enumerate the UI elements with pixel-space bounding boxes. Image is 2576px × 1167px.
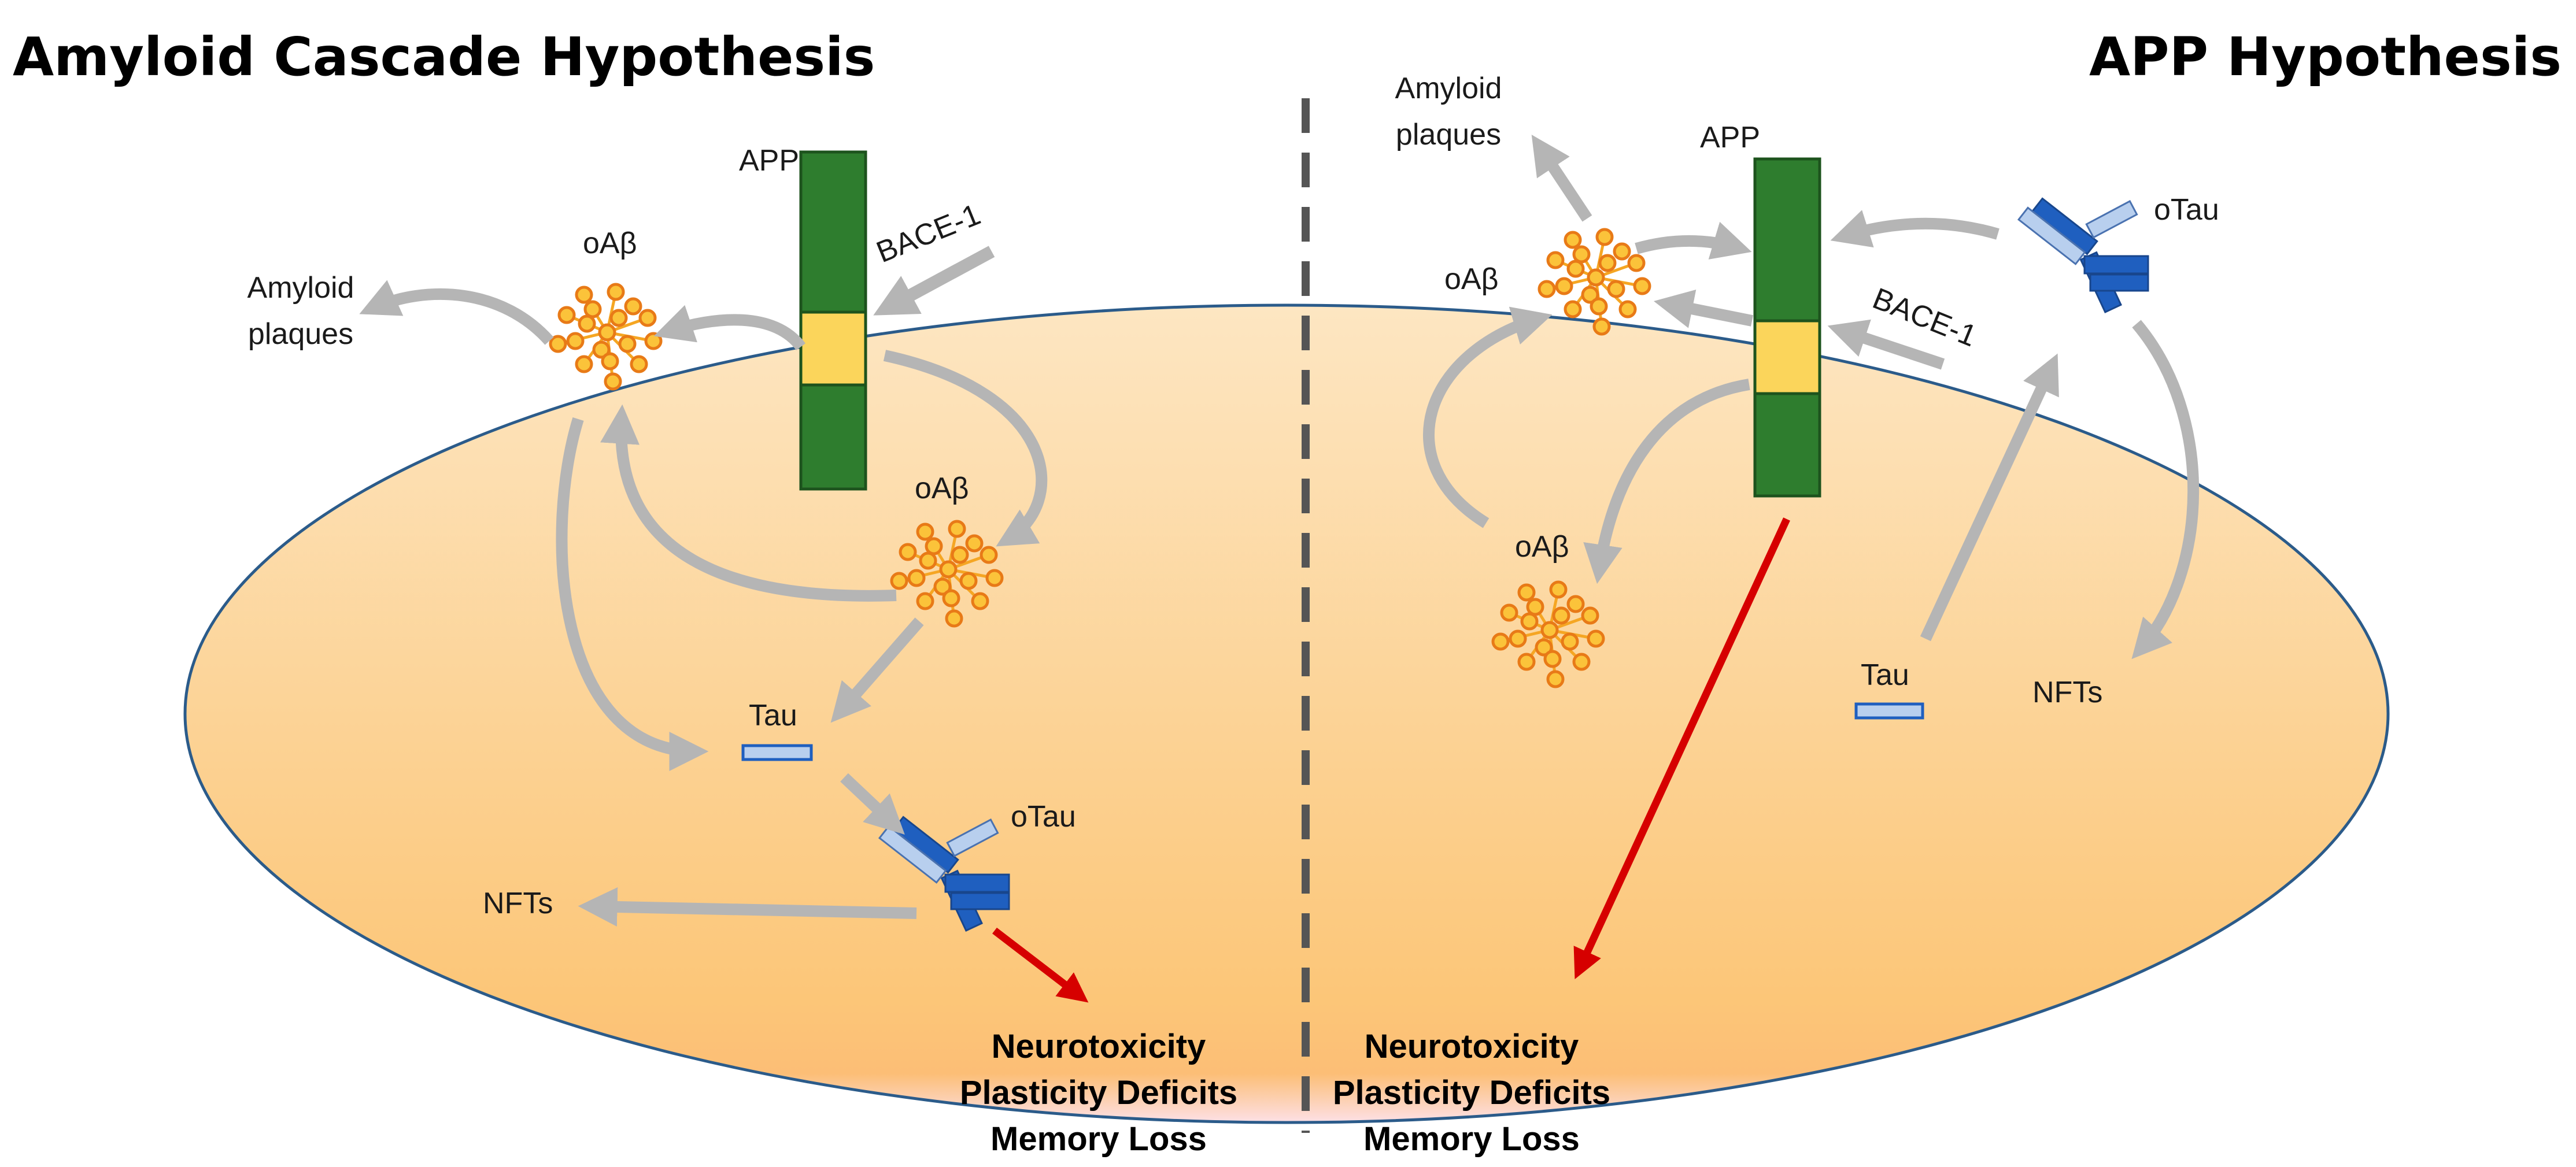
arrow-oab-mid-to-tau [830, 617, 924, 723]
left-tau-label: Tau [749, 699, 797, 732]
right-arrow-oab-to-app [1635, 221, 1752, 260]
right-app-label: APP [1700, 121, 1760, 154]
right-arrow-oab-to-plaques [1531, 135, 1592, 222]
arrow-oab-mid-to-oab-top [600, 404, 897, 602]
right-arrow-bace-to-app [1827, 319, 1945, 370]
right-arrow-oab-low-to-oab-top [1422, 306, 1553, 528]
left-app-label: APP [739, 144, 799, 177]
left-outcome-plasticity: Plasticity Deficits [960, 1074, 1237, 1112]
left-title: Amyloid Cascade Hypothesis [13, 26, 875, 88]
right-outcome-memory: Memory Loss [1363, 1120, 1580, 1158]
right-plaques-label-line1: Amyloid [1395, 72, 1502, 105]
arrow-app-to-oab-top [653, 305, 805, 351]
left-nfts-label: NFTs [483, 887, 553, 920]
right-oab-low-label: oAβ [1515, 530, 1569, 564]
arrow-oab-top-to-tau [556, 417, 709, 771]
app-protein-upper [799, 150, 867, 314]
left-otau-label: oTau [1011, 800, 1076, 833]
left-outcome-memory: Memory Loss [991, 1120, 1207, 1158]
right-arrow-app-to-oab [1653, 289, 1753, 328]
right-otau-label: oTau [2154, 193, 2219, 227]
arrow-tau-to-otau [840, 773, 905, 835]
right-arrow-tau-to-otau [1920, 353, 2059, 642]
left-panel: APP BACE-1 oAβ oAβ Amyloid plaques Tau o… [247, 144, 1238, 1158]
left-oab-top-label: oAβ [583, 227, 637, 260]
left-oab-mid-label: oAβ [915, 472, 969, 505]
right-arrow-app-to-oab-low [1583, 379, 1750, 584]
right-app-protein-lower [1753, 392, 1821, 498]
left-plaques-label-line1: Amyloid [247, 271, 354, 305]
arrow-bace-to-app [873, 246, 995, 316]
arrow-otau-to-nfts [578, 887, 917, 927]
right-tau-monomer [1854, 702, 1924, 720]
right-app-protein-upper [1753, 157, 1821, 323]
right-title: APP Hypothesis [2089, 26, 2562, 88]
left-plaques-label-line2: plaques [248, 317, 353, 351]
right-tau-label: Tau [1861, 658, 1909, 692]
right-otau-aggregate [2017, 194, 2149, 313]
arrow-oab-to-plaques [359, 280, 554, 345]
oab-oligomer-top [550, 284, 661, 389]
right-nfts-label: NFTs [2032, 676, 2102, 709]
right-arrow-otau-to-nfts [2131, 320, 2200, 660]
right-panel: Amyloid plaques APP oAβ BACE-1 oTau oAβ … [1333, 72, 2219, 1158]
right-oab-top-label: oAβ [1444, 262, 1499, 296]
right-plaques-label-line2: plaques [1396, 118, 1501, 151]
tau-monomer [741, 744, 813, 761]
right-outcome-neurotoxicity: Neurotoxicity [1365, 1028, 1579, 1065]
left-outcome-neurotoxicity: Neurotoxicity [992, 1028, 1206, 1065]
right-app-cleavage-site [1753, 319, 1821, 395]
right-outcome-plasticity: Plasticity Deficits [1333, 1074, 1610, 1112]
right-arrow-otau-to-app [1830, 210, 2000, 248]
right-arrow-app-to-outcomes [1573, 517, 1790, 980]
cell-membrane [183, 303, 2390, 1124]
app-protein-lower [799, 383, 867, 491]
arrow-app-to-oab-mid [883, 350, 1048, 547]
app-cleavage-site [799, 310, 867, 387]
arrow-otau-to-outcomes [992, 927, 1089, 1003]
